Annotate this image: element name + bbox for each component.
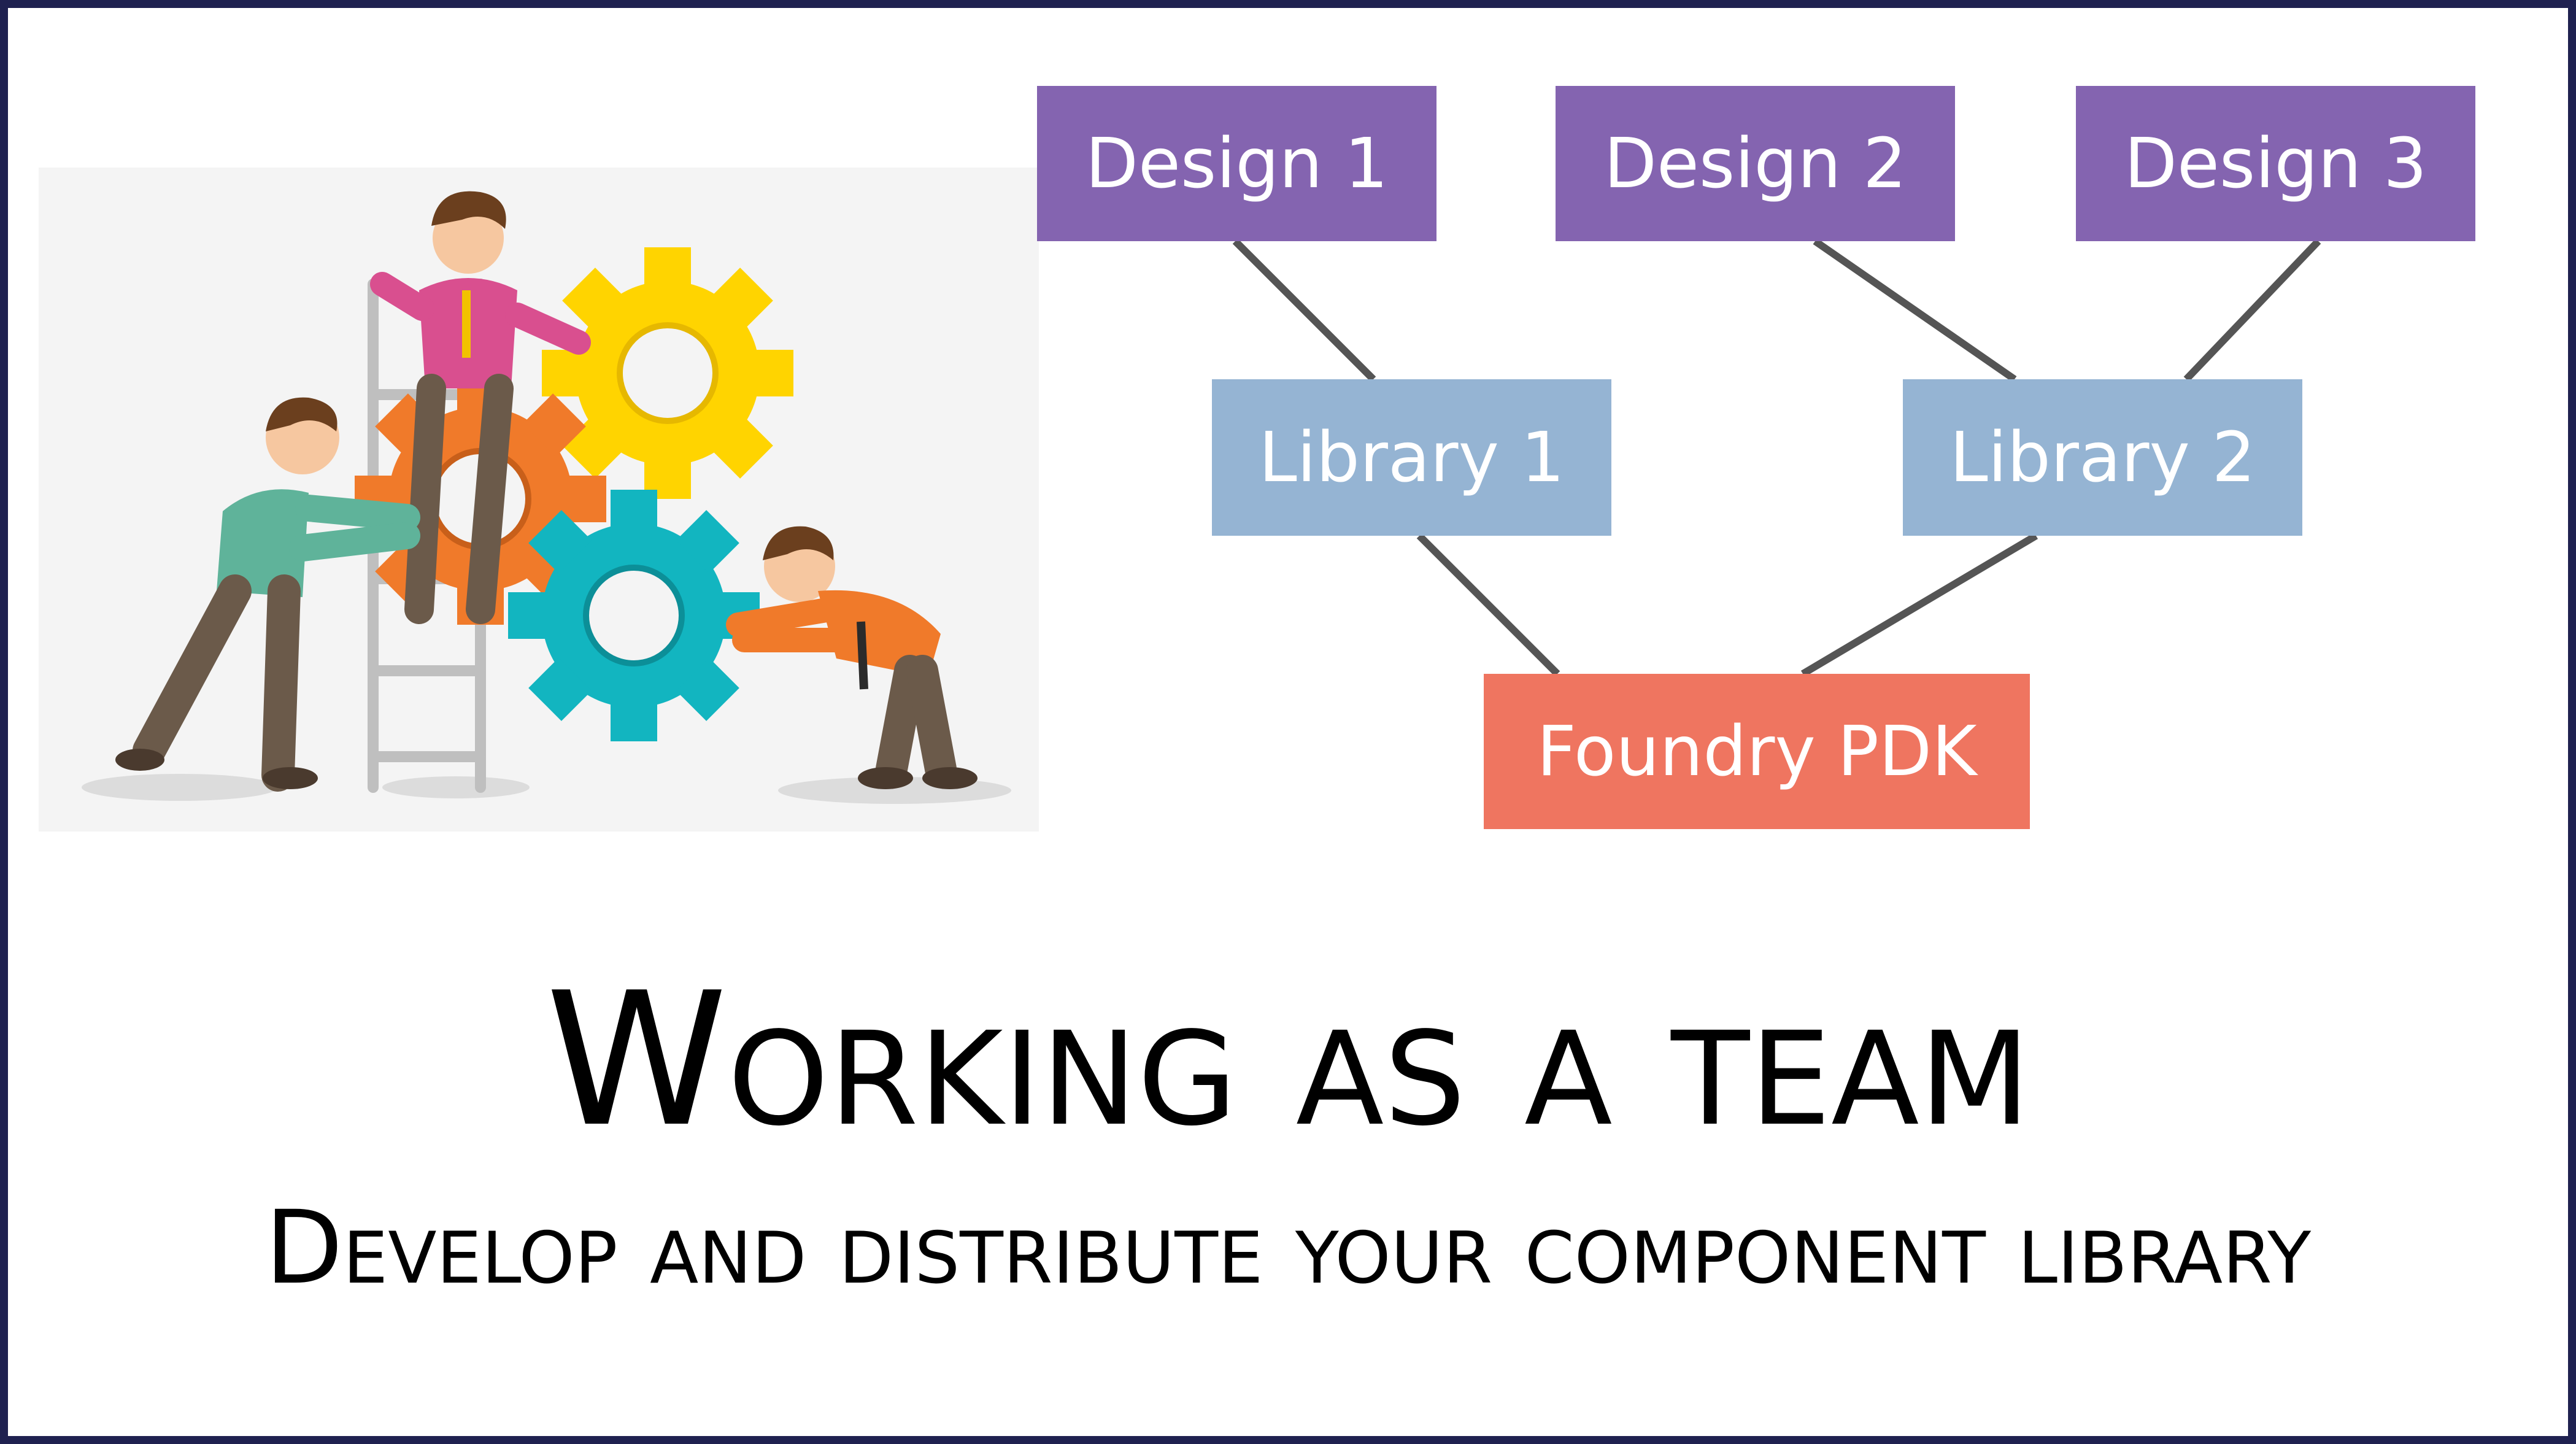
- edge-design1-library1: [1232, 238, 1376, 382]
- slide-title: Working as a team: [546, 953, 2030, 1167]
- edge-library2-foundry: [1800, 532, 2038, 678]
- slide-subtitle: Develop and distribute your component li…: [264, 1189, 2312, 1307]
- node-foundry-pdk: Foundry PDK: [1484, 674, 2030, 829]
- teamwork-gears-illustration-icon: [39, 168, 1039, 832]
- node-library-1: Library 1: [1212, 379, 1611, 536]
- node-design-1: Design 1: [1037, 86, 1436, 241]
- hierarchy-diagram: Design 1 Design 2 Design 3 Library 1 Lib…: [8, 8, 2568, 867]
- node-label: Design 3: [2124, 123, 2428, 204]
- edge-library1-foundry: [1416, 533, 1560, 677]
- edge-design2-library2: [1813, 238, 2017, 382]
- node-design-2: Design 2: [1556, 86, 1955, 241]
- node-label: Foundry PDK: [1537, 711, 1977, 792]
- node-label: Design 1: [1085, 123, 1389, 204]
- node-library-2: Library 2: [1903, 379, 2302, 536]
- diagram-connectors: [1232, 238, 2321, 678]
- node-label: Library 2: [1949, 417, 2256, 498]
- node-label: Design 2: [1603, 123, 1907, 204]
- edge-design3-library2: [2183, 238, 2321, 382]
- node-design-3: Design 3: [2076, 86, 2475, 241]
- node-label: Library 1: [1259, 417, 1565, 498]
